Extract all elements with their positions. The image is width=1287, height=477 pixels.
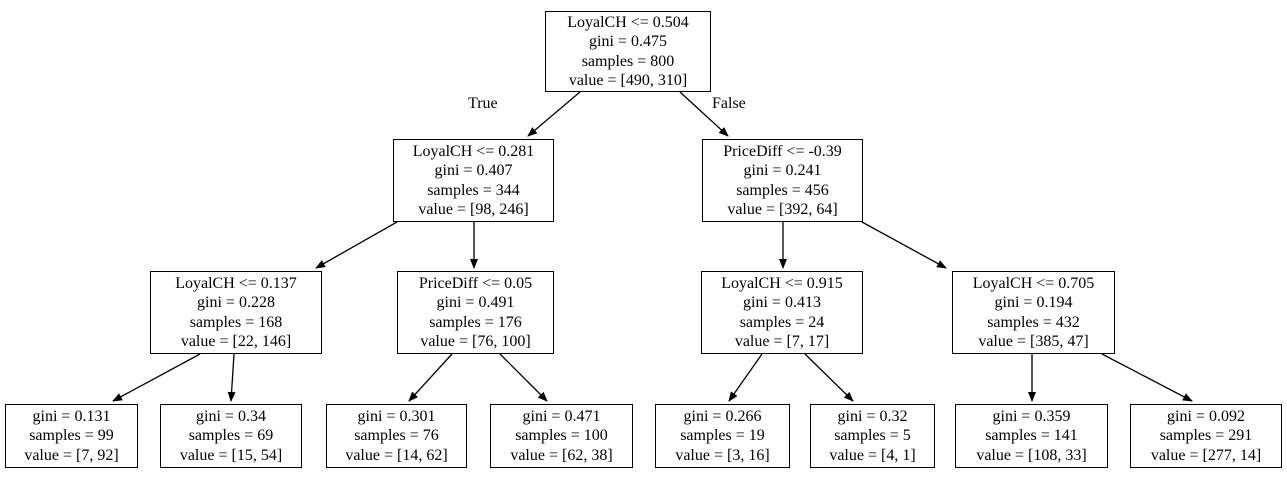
node-value: value = [15, 54] <box>179 446 283 464</box>
tree-leaf-4: gini = 0.471 samples = 100 value = [62, … <box>490 404 633 468</box>
node-gini: gini = 0.475 <box>589 33 667 50</box>
node-gini: gini = 0.194 <box>994 294 1073 311</box>
edge-l3d-to-leaf8 <box>1101 353 1193 402</box>
tree-leaf-8: gini = 0.092 samples = 291 value = [277,… <box>1130 404 1282 468</box>
tree-node-l3-3: LoyalCH <= 0.915 gini = 0.413 samples = … <box>701 271 863 354</box>
node-condition: LoyalCH <= 0.915 <box>721 274 843 292</box>
node-gini: gini = 0.131 <box>32 407 111 425</box>
node-samples: samples = 19 <box>680 427 765 445</box>
node-gini: gini = 0.266 <box>683 407 762 425</box>
edge-l2right-to-l3d <box>861 221 947 269</box>
node-gini: gini = 0.228 <box>197 294 275 311</box>
node-samples: samples = 800 <box>581 52 675 70</box>
node-samples: samples = 168 <box>189 313 283 331</box>
node-value: value = [385, 47] <box>978 333 1089 350</box>
tree-node-l2-left: LoyalCH <= 0.281 gini = 0.407 samples = … <box>393 139 554 222</box>
edge-root-to-right <box>679 91 729 137</box>
tree-leaf-1: gini = 0.131 samples = 99 value = [7, 92… <box>5 404 138 468</box>
node-samples: samples = 5 <box>834 427 911 445</box>
edge-l3a-to-leaf2 <box>227 353 236 402</box>
node-gini: gini = 0.092 <box>1167 407 1245 425</box>
tree-leaf-7: gini = 0.359 samples = 141 value = [108,… <box>955 404 1108 468</box>
tree-leaf-5: gini = 0.266 samples = 19 value = [3, 16… <box>655 404 790 468</box>
node-gini: gini = 0.359 <box>992 407 1071 425</box>
node-gini: gini = 0.32 <box>837 407 908 425</box>
edge-l2left-to-l3a <box>315 221 398 269</box>
node-samples: samples = 24 <box>739 313 825 331</box>
node-value: value = [14, 62] <box>345 446 448 464</box>
node-value: value = [7, 92] <box>24 446 119 464</box>
node-gini: gini = 0.491 <box>436 294 515 311</box>
tree-node-l3-4: LoyalCH <= 0.705 gini = 0.194 samples = … <box>952 271 1115 354</box>
node-condition: LoyalCH <= 0.137 <box>175 274 297 292</box>
node-condition: LoyalCH <= 0.504 <box>567 13 689 31</box>
node-samples: samples = 344 <box>427 181 520 199</box>
edge-l3c-to-leaf5 <box>728 353 763 402</box>
node-samples: samples = 76 <box>354 427 439 445</box>
edge-l3a-to-leaf1 <box>112 353 201 402</box>
node-samples: samples = 291 <box>1159 427 1253 445</box>
node-samples: samples = 100 <box>515 427 608 445</box>
node-value: value = [7, 17] <box>734 333 830 350</box>
node-condition: PriceDiff <= -0.39 <box>723 142 842 160</box>
tree-leaf-2: gini = 0.34 samples = 69 value = [15, 54… <box>160 404 302 468</box>
node-value: value = [392, 64] <box>727 201 838 218</box>
node-value: value = [98, 246] <box>418 201 529 218</box>
tree-leaf-6: gini = 0.32 samples = 5 value = [4, 1] <box>810 404 935 468</box>
tree-node-root: LoyalCH <= 0.504 gini = 0.475 samples = … <box>545 11 711 92</box>
node-value: value = [3, 16] <box>675 446 770 464</box>
node-samples: samples = 141 <box>985 427 1078 445</box>
node-value: value = [62, 38] <box>510 446 613 464</box>
node-gini: gini = 0.301 <box>357 407 436 425</box>
tree-leaf-3: gini = 0.301 samples = 76 value = [14, 6… <box>326 404 467 468</box>
edge-l3b-to-leaf3 <box>408 353 453 402</box>
edge-l3b-to-leaf4 <box>499 353 548 402</box>
node-gini: gini = 0.241 <box>743 162 822 179</box>
node-gini: gini = 0.471 <box>522 407 601 425</box>
node-gini: gini = 0.413 <box>743 294 821 311</box>
node-value: value = [108, 33] <box>976 446 1087 464</box>
node-samples: samples = 176 <box>429 313 522 331</box>
edge-label-true: True <box>468 95 498 112</box>
node-value: value = [76, 100] <box>420 333 531 350</box>
node-condition: LoyalCH <= 0.281 <box>412 142 535 160</box>
node-samples: samples = 69 <box>188 427 274 445</box>
node-condition: PriceDiff <= 0.05 <box>418 274 533 292</box>
node-gini: gini = 0.34 <box>196 407 266 425</box>
node-value: value = [4, 1] <box>829 446 916 464</box>
node-samples: samples = 456 <box>736 181 829 199</box>
node-value: value = [490, 310] <box>568 72 688 89</box>
tree-node-l2-right: PriceDiff <= -0.39 gini = 0.241 samples … <box>702 139 863 222</box>
node-samples: samples = 99 <box>29 427 114 445</box>
edge-label-false: False <box>712 95 746 112</box>
node-samples: samples = 432 <box>987 313 1080 331</box>
edge-root-to-left <box>527 91 581 137</box>
node-value: value = [277, 14] <box>1150 446 1262 464</box>
node-gini: gini = 0.407 <box>434 162 513 179</box>
node-value: value = [22, 146] <box>180 333 292 350</box>
node-condition: LoyalCH <= 0.705 <box>972 274 1095 292</box>
tree-node-l3-1: LoyalCH <= 0.137 gini = 0.228 samples = … <box>150 271 322 354</box>
tree-node-l3-2: PriceDiff <= 0.05 gini = 0.491 samples =… <box>397 271 554 354</box>
edge-l3c-to-leaf6 <box>804 353 854 402</box>
